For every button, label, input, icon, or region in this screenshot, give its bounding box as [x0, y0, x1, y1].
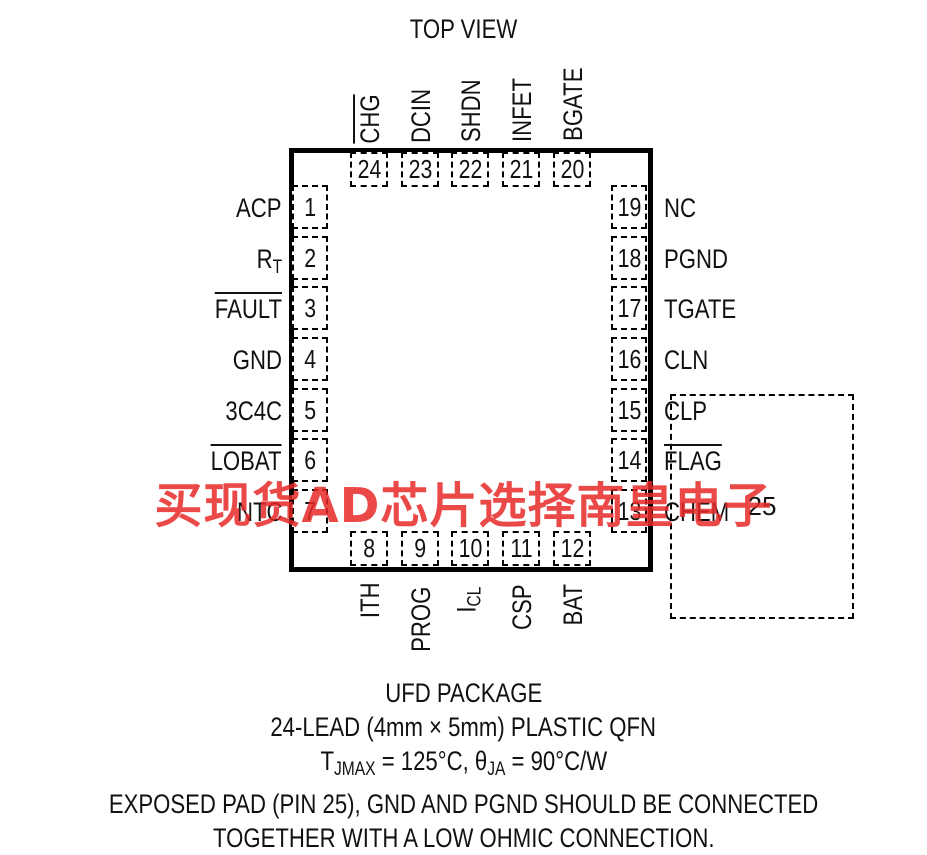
pin-label-8: ITH	[355, 582, 385, 619]
pin-label-11: CSP	[507, 583, 537, 630]
pin-pad-10: 10	[451, 531, 489, 566]
note-package-name: UFD PACKAGE	[384, 678, 543, 708]
pin-pad-23: 23	[401, 152, 439, 187]
pin-pad-8: 8	[350, 531, 388, 566]
pin-label-20: BGATE	[558, 67, 588, 141]
pin-pad-18: 18	[611, 236, 647, 280]
watermark-text: 买现货AD芯片选择南皇电子	[154, 478, 773, 534]
pin-label-3: FAULT	[214, 294, 282, 324]
pin-label-21: INFET	[507, 78, 537, 142]
pin-pad-13: 13	[611, 489, 647, 533]
pin-label-24: CHG	[355, 94, 385, 144]
note-thermal: TJMAX = 125°C, θJA = 90°C/W	[320, 746, 607, 780]
package-outline: 25	[289, 148, 854, 619]
note-connection: TOGETHER WITH A LOW OHMIC CONNECTION.	[212, 823, 715, 853]
pin-label-13: CHEM	[664, 497, 730, 527]
pin-pad-12: 12	[553, 531, 591, 566]
exposed-pad: 25	[670, 394, 854, 619]
pin-pad-21: 21	[502, 152, 540, 187]
pin-pad-20: 20	[553, 152, 591, 187]
pin-pad-9: 9	[401, 531, 439, 566]
pin-pad-6: 6	[292, 438, 328, 482]
pin-label-1: ACP	[236, 193, 282, 223]
pin-pad-2: 2	[292, 236, 328, 280]
pin-label-23: DCIN	[406, 88, 436, 144]
pin-label-17: TGATE	[664, 294, 737, 324]
pin-pad-14: 14	[611, 438, 647, 482]
pin-pad-24: 24	[350, 152, 388, 187]
pin-label-2: RT	[256, 244, 282, 278]
pin-label-15: CLP	[664, 396, 708, 426]
package-notes: UFD PACKAGE 24-LEAD (4mm × 5mm) PLASTIC …	[0, 676, 927, 855]
pin-label-14: FLAG	[664, 446, 722, 476]
pin-label-10: ICL	[451, 586, 486, 613]
pin-label-22: SHDN	[456, 79, 486, 143]
pin-label-4: GND	[232, 345, 282, 375]
pin-pad-3: 3	[292, 286, 328, 330]
pin-pad-4: 4	[292, 337, 328, 381]
pin-pad-15: 15	[611, 388, 647, 432]
pin-pad-11: 11	[502, 531, 540, 566]
note-exposed-pad: EXPOSED PAD (PIN 25), GND AND PGND SHOUL…	[108, 789, 819, 819]
pin-pad-16: 16	[611, 337, 647, 381]
note-package-type: 24-LEAD (4mm × 5mm) PLASTIC QFN	[270, 712, 657, 742]
exposed-pad-number: 25	[747, 491, 777, 521]
pin-pad-17: 17	[611, 286, 647, 330]
pin-label-19: NC	[664, 193, 696, 223]
pin-label-6: LOBAT	[211, 446, 282, 476]
pin-pad-1: 1	[292, 185, 328, 229]
pin-pad-19: 19	[611, 185, 647, 229]
pin-pad-7: 7	[292, 489, 328, 533]
view-title: TOP VIEW	[409, 14, 518, 44]
pin-label-7: NTC	[236, 497, 282, 527]
pin-pad-5: 5	[292, 388, 328, 432]
pin-label-5: 3C4C	[225, 396, 282, 426]
pin-label-18: PGND	[664, 244, 728, 274]
pin-label-12: BAT	[558, 583, 588, 625]
pin-label-9: PROG	[406, 586, 436, 652]
pin-pad-22: 22	[451, 152, 489, 187]
pin-label-16: CLN	[664, 345, 709, 375]
